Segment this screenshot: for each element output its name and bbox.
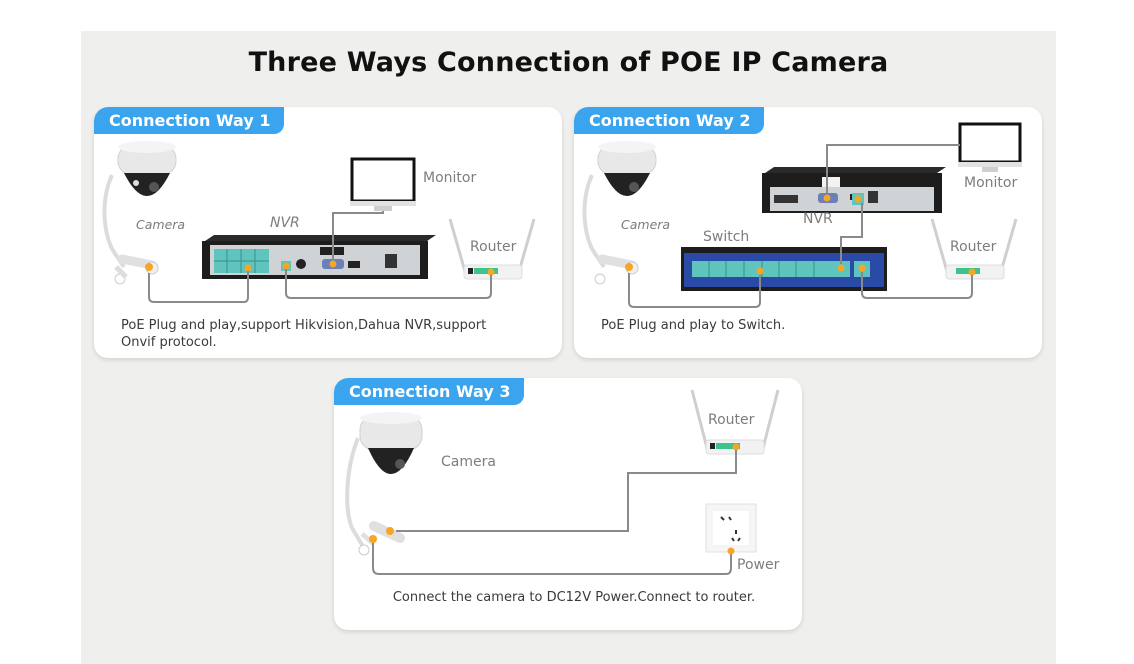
connection-way-2-card: Connection Way 2: [574, 107, 1042, 358]
camera-icon: [102, 141, 177, 285]
monitor-label: Monitor: [964, 175, 1018, 191]
monitor-label: Monitor: [423, 170, 477, 186]
camera-icon: [345, 412, 423, 556]
page-title: Three Ways Connection of POE IP Camera: [248, 47, 889, 78]
router-icon: [930, 218, 1018, 280]
router-label: Router: [950, 239, 997, 255]
connection-way-2-description: PoE Plug and play to Switch.: [601, 317, 785, 334]
connection-way-1-card: Connection Way 1: [94, 107, 562, 358]
router-icon: [690, 389, 780, 455]
camera-label: Camera: [441, 454, 496, 470]
connection-way-2-diagram: [582, 122, 1022, 308]
description-line-1: PoE Plug and play,support Hikvision,Dahu…: [121, 318, 487, 333]
switch-label: Switch: [703, 229, 750, 245]
nvr-icon: [202, 235, 436, 279]
description-line-2: Onvif protocol.: [121, 335, 217, 350]
camera-label: Camera: [136, 217, 186, 232]
connection-way-1-tag: Connection Way 1: [94, 107, 285, 134]
connection-way-3-description: Connect the camera to DC12V Power.Connec…: [334, 589, 802, 606]
router-label: Router: [708, 412, 755, 428]
connection-way-1-diagram: [102, 141, 536, 303]
description-line-1: Connect the camera to DC12V Power.Connec…: [392, 590, 756, 605]
router-icon: [448, 218, 536, 280]
connection-way-2-tag: Connection Way 2: [574, 107, 765, 134]
connection-way-1-description: PoE Plug and play,support Hikvision,Dahu…: [121, 317, 486, 351]
power-label: Power: [737, 557, 780, 573]
power-outlet-icon: [705, 503, 757, 555]
camera-label: Camera: [621, 217, 671, 232]
cables: [372, 450, 737, 575]
monitor-icon: [958, 122, 1022, 172]
nvr-label: NVR: [270, 215, 300, 231]
cables: [148, 211, 492, 303]
connection-way-3-tag: Connection Way 3: [334, 378, 525, 405]
camera-icon: [582, 141, 657, 285]
connection-way-3-diagram: [345, 389, 780, 575]
connection-way-3-card: Connection Way 3: [334, 378, 802, 630]
nvr-label: NVR: [803, 211, 833, 227]
nvr-icon: [762, 167, 946, 213]
cables: [628, 144, 973, 308]
router-label: Router: [470, 239, 517, 255]
monitor-icon: [350, 157, 416, 211]
description-line-1: PoE Plug and play to Switch.: [601, 318, 786, 333]
switch-icon: [681, 247, 887, 291]
